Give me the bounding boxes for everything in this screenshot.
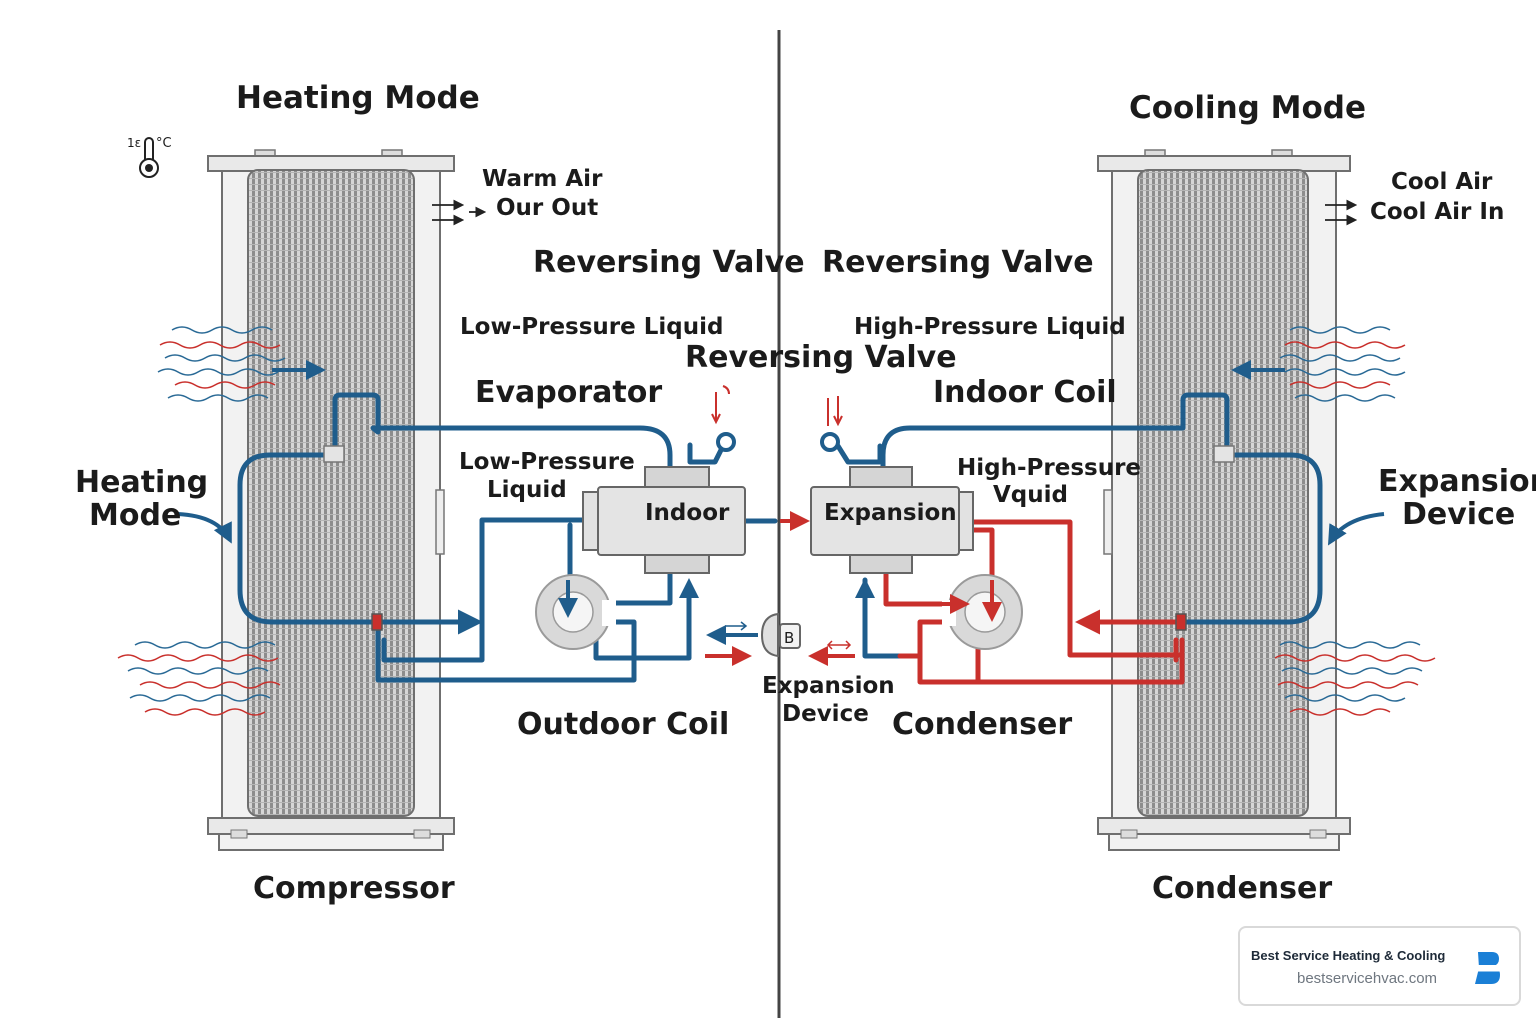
warm-air-label: Warm Air [482, 166, 603, 192]
cooling-mode-title: Cooling Mode [1129, 90, 1366, 126]
outdoor-coil-label: Outdoor Coil [517, 707, 729, 742]
fan-icon [535, 574, 616, 650]
evaporator-label: Evaporator [475, 375, 662, 410]
brand-card[interactable]: Best Service Heating & Cooling bestservi… [1238, 926, 1521, 1006]
low-pressure-label-line1: Low-Pressure [459, 449, 635, 475]
right-coil-unit [1097, 149, 1351, 851]
indoor-unit-block [582, 466, 746, 574]
heating-mode-pointer-arrow [177, 512, 232, 544]
low-pressure-liquid-label-top: Low-Pressure Liquid [460, 314, 723, 340]
high-pressure-label-line1: High-Pressure [957, 455, 1141, 481]
cool-air-in-label: Cool Air In [1370, 199, 1504, 225]
reversing-valve-label-left: Reversing Valve [533, 245, 805, 280]
air-flow-waves-right [1274, 326, 1436, 716]
expansion-device-center-line2: Device [782, 701, 869, 727]
condenser-label-middle: Condenser [892, 707, 1072, 742]
heating-mode-side-label-line2: Mode [89, 498, 181, 533]
expansion-block-label: Expansion [824, 500, 957, 526]
thermometer-reading: 1ε [127, 136, 141, 150]
condenser-label-bottom: Condenser [1152, 871, 1332, 906]
cooling-refrigerant-lines-blue [835, 392, 1323, 659]
heating-mode-title: Heating Mode [236, 80, 480, 116]
high-pressure-label-line2: Vquid [993, 482, 1068, 508]
fan-icon [942, 574, 1023, 650]
expansion-device-side-label-line1: Expansion [1378, 464, 1536, 499]
reversing-valve-label-center: Reversing Valve [685, 340, 957, 375]
compressor-label: Compressor [253, 871, 455, 906]
cool-air-label: Cool Air [1391, 169, 1493, 195]
brand-url[interactable]: bestservicehvac.com [1297, 970, 1438, 987]
reversing-valve-glyph-left [711, 385, 730, 425]
low-pressure-label-line2: Liquid [487, 477, 567, 503]
expansion-device-side-label-line2: Device [1402, 497, 1515, 532]
thermometer-unit: °C [156, 136, 172, 151]
left-coil-unit [207, 149, 455, 851]
air-flow-waves-left [117, 326, 286, 716]
air-out-label: Our Out [496, 195, 598, 221]
high-pressure-liquid-label-top: High-Pressure Liquid [854, 314, 1126, 340]
indoor-block-label: Indoor [645, 500, 730, 526]
air-in-arrows-icon [1325, 199, 1358, 226]
reversing-valve-label-right: Reversing Valve [822, 245, 1094, 280]
brand-name: Best Service Heating & Cooling [1251, 948, 1446, 963]
thermometer-icon [139, 137, 159, 178]
air-out-arrows-icon [432, 199, 487, 226]
expansion-device-pointer-arrow [1327, 512, 1385, 546]
heating-mode-side-label-line1: Heating [75, 465, 208, 500]
brand-b-logo-icon [1470, 952, 1505, 984]
reversing-valve-glyph-right [827, 396, 843, 427]
indoor-coil-label: Indoor Coil [933, 375, 1117, 410]
expansion-device-icon [760, 612, 801, 658]
heating-refrigerant-lines [237, 392, 778, 683]
expansion-unit-block [810, 466, 974, 574]
expansion-device-badge: B [784, 629, 794, 647]
expansion-device-center-line1: Expansion [762, 673, 895, 699]
